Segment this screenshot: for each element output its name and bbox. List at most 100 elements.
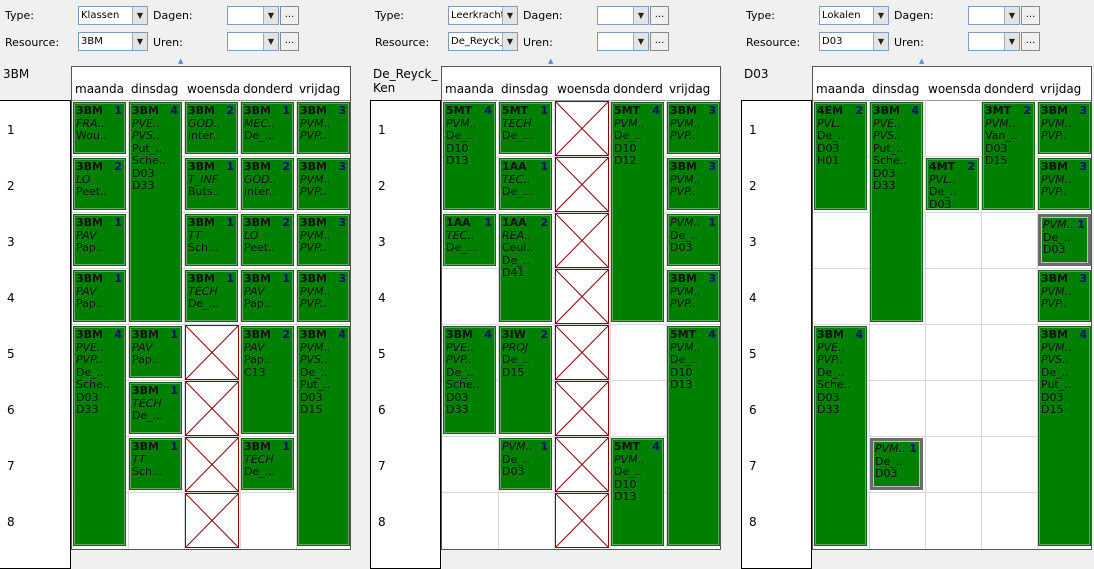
chevron-down-icon[interactable]: ▼: [132, 7, 147, 24]
lesson-line: Pap..: [244, 354, 271, 366]
resource-select[interactable]: 3BM▼: [78, 32, 148, 51]
chevron-down-icon[interactable]: ▼: [633, 7, 648, 24]
lesson-count: 3: [338, 104, 346, 117]
chevron-down-icon[interactable]: ▼: [873, 7, 888, 24]
chevron-down-icon[interactable]: ▼: [873, 33, 888, 50]
dagen-select[interactable]: ▼: [597, 6, 649, 25]
splitter-caret-icon[interactable]: ▲: [548, 57, 554, 65]
chevron-down-icon[interactable]: ▼: [502, 7, 517, 24]
lesson-line: Pap..: [132, 354, 159, 366]
lesson-count: 2: [226, 104, 234, 117]
uren-browse-button[interactable]: ...: [1021, 32, 1040, 51]
uren-browse-button[interactable]: ...: [650, 32, 669, 51]
chevron-down-icon[interactable]: ▼: [263, 33, 278, 50]
header-divider: [72, 100, 350, 101]
lesson-line: De_...: [132, 410, 164, 422]
chevron-down-icon[interactable]: ▼: [1004, 33, 1019, 50]
class-code: 3IW: [502, 329, 526, 341]
uren-select[interactable]: ▼: [597, 32, 649, 51]
class-code: 3BM: [244, 441, 271, 453]
blocked-period: [555, 269, 609, 324]
lesson-line: GOD..: [244, 173, 277, 186]
uren-select[interactable]: ▼: [968, 32, 1020, 51]
chevron-down-icon[interactable]: ▼: [1004, 7, 1019, 24]
dagen-select[interactable]: ▼: [968, 6, 1020, 25]
chevron-down-icon[interactable]: ▼: [132, 33, 147, 50]
type-select[interactable]: Leerkracht▼: [448, 6, 518, 25]
lesson-line: PVM..: [875, 443, 906, 455]
type-select[interactable]: Klassen▼: [78, 6, 148, 25]
uren-select[interactable]: ▼: [227, 32, 279, 51]
dagen-browse-button[interactable]: ...: [650, 6, 669, 25]
type-select[interactable]: Lokalen▼: [819, 6, 889, 25]
splitter-caret-icon[interactable]: ▲: [919, 57, 925, 65]
chevron-down-icon[interactable]: ▼: [502, 33, 517, 50]
hour-divider: [813, 492, 1091, 493]
resource-select[interactable]: De_Reyck_▼: [448, 32, 518, 51]
dagen-browse-button[interactable]: ...: [280, 6, 299, 25]
splitter-caret-icon[interactable]: ▲: [178, 57, 184, 65]
dagen-browse-button[interactable]: ...: [1021, 6, 1040, 25]
resource-label: Resource:: [5, 36, 60, 49]
dagen-select[interactable]: ▼: [227, 6, 279, 25]
uren-browse-button[interactable]: ...: [280, 32, 299, 51]
lesson-count: 1: [114, 216, 122, 229]
resource-select[interactable]: D03▼: [819, 32, 889, 51]
chevron-down-icon[interactable]: ▼: [263, 7, 278, 24]
chevron-down-icon[interactable]: ▼: [633, 33, 648, 50]
